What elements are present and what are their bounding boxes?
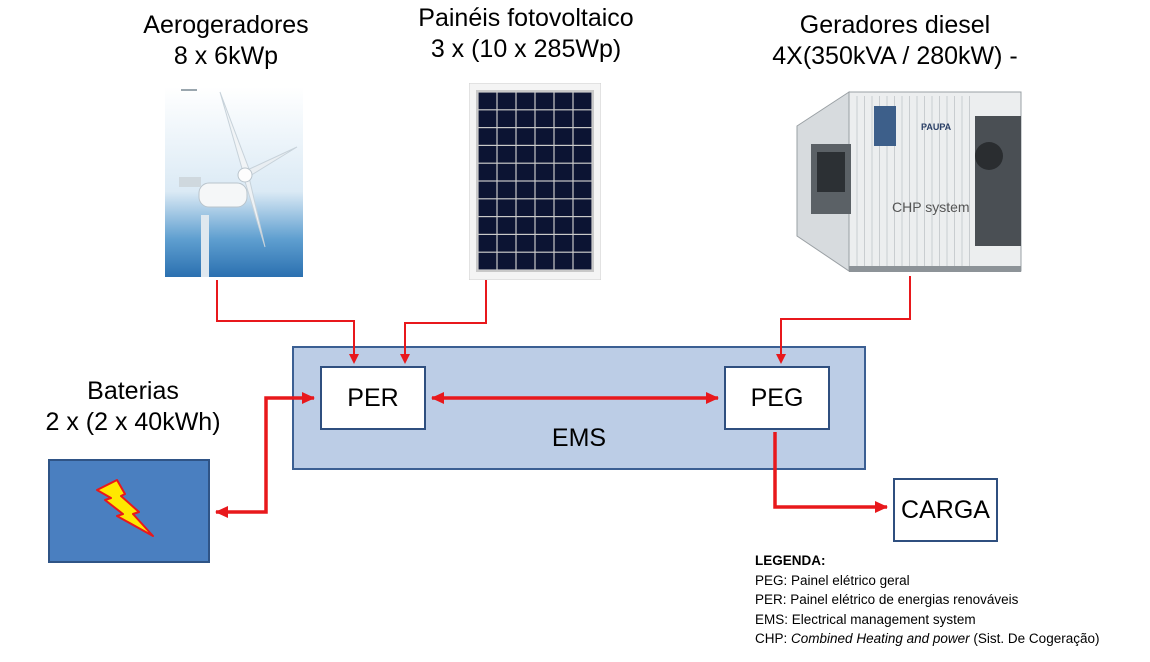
- legend-item: EMS: Electrical management system: [755, 611, 976, 627]
- legend-title: LEGENDA:: [755, 553, 826, 568]
- diesel-brand-text: PAUPA: [921, 122, 952, 132]
- legend-text: Painel elétrico geral: [791, 572, 910, 588]
- diesel-title: Geradores diesel 4X(350kVA / 280kW) -: [745, 10, 1045, 72]
- wire-wind-per: [216, 280, 359, 364]
- wind-spec: 8 x 6kWp: [173, 42, 279, 70]
- legend-item: PER: Painel elétrico de energias renováv…: [755, 592, 1019, 607]
- lightning-bolt-icon: [96, 479, 154, 537]
- solar-spec: 3 x (10 x 285Wp): [430, 35, 622, 63]
- load-box: CARGA: [893, 478, 998, 542]
- peg-label: PEG: [750, 383, 804, 412]
- legend-text: Electrical management system: [791, 611, 976, 627]
- solar-panel-image: [469, 83, 601, 280]
- diesel-name: Geradores diesel: [799, 11, 991, 39]
- legend-item: CHP: Combined Heating and power (Sist. D…: [755, 631, 1100, 646]
- load-label: CARGA: [901, 495, 990, 524]
- peg-box: PEG: [724, 366, 830, 430]
- battery-title: Baterias 2 x (2 x 40kWh): [18, 376, 248, 438]
- legend: LEGENDA: PEG: Painel elétrico geral PER:…: [755, 551, 1099, 649]
- solar-title: Painéis fotovoltaico 3 x (10 x 285Wp): [396, 3, 656, 65]
- diesel-generator-image: PAUPA CHP system: [789, 86, 1034, 276]
- wind-turbine-image: [165, 87, 303, 277]
- wire-solar-per: [400, 280, 487, 364]
- ems-label: EMS: [551, 424, 607, 452]
- wire-per-battery: [215, 392, 315, 518]
- legend-abbr: CHP: [755, 631, 784, 646]
- diesel-unit-text: CHP system: [892, 199, 970, 215]
- wind-title: Aerogeradores 8 x 6kWp: [111, 10, 341, 72]
- wire-peg-load: [773, 432, 888, 513]
- legend-abbr: EMS: [755, 611, 785, 627]
- battery-spec: 2 x (2 x 40kWh): [45, 408, 221, 436]
- wind-name: Aerogeradores: [143, 11, 309, 39]
- per-label: PER: [347, 383, 399, 412]
- legend-abbr: PEG: [755, 572, 784, 588]
- per-box: PER: [320, 366, 426, 430]
- legend-text: (Sist. De Cogeração): [973, 631, 1100, 646]
- legend-text-italic: Combined Heating and power: [791, 631, 970, 646]
- solar-name: Painéis fotovoltaico: [418, 4, 634, 32]
- battery-name: Baterias: [87, 377, 179, 405]
- legend-item: PEG: Painel elétrico geral: [755, 572, 910, 588]
- wire-diesel-peg: [776, 276, 911, 364]
- diesel-spec: 4X(350kVA / 280kW) -: [772, 42, 1018, 70]
- legend-text: Painel elétrico de energias renováveis: [790, 592, 1019, 607]
- legend-abbr: PER: [755, 592, 783, 607]
